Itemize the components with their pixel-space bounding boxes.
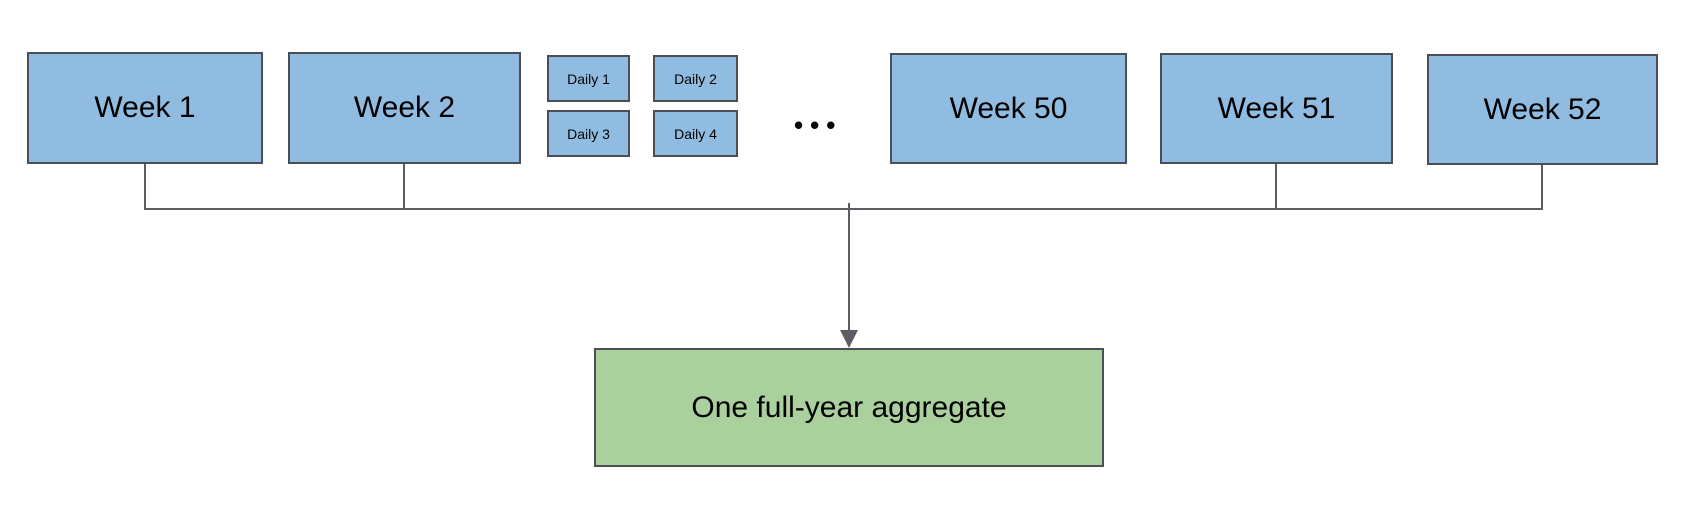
connector-week1-drop <box>144 164 146 209</box>
connector-week2-drop <box>403 164 405 209</box>
week-1-label: Week 1 <box>94 91 196 124</box>
full-year-aggregate-label: One full-year aggregate <box>691 390 1007 424</box>
daily-4-box: Daily 4 <box>653 110 738 157</box>
week-1-box: Week 1 <box>27 52 263 164</box>
arrow-down-icon <box>840 330 858 348</box>
week-50-box: Week 50 <box>890 53 1127 164</box>
daily-1-label: Daily 1 <box>567 70 610 87</box>
daily-3-box: Daily 3 <box>547 110 630 157</box>
week-51-label: Week 51 <box>1217 91 1336 125</box>
week-2-label: Week 2 <box>353 91 456 124</box>
connector-horizontal-bus <box>144 208 1543 210</box>
week-52-box: Week 52 <box>1427 54 1658 165</box>
full-year-aggregate-box: One full-year aggregate <box>594 348 1104 467</box>
daily-2-label: Daily 2 <box>674 70 717 87</box>
connector-week52-drop <box>1541 165 1543 209</box>
aggregate-arrow-shaft <box>848 203 850 332</box>
week-2-box: Week 2 <box>288 52 521 164</box>
week-52-label: Week 52 <box>1483 92 1602 126</box>
week-51-box: Week 51 <box>1160 53 1393 164</box>
daily-1-box: Daily 1 <box>547 55 630 102</box>
week-50-label: Week 50 <box>949 91 1068 125</box>
connector-week51-drop <box>1275 164 1277 209</box>
daily-2-box: Daily 2 <box>653 55 738 102</box>
ellipsis-dots-icon: ••• <box>794 110 843 140</box>
daily-3-label: Daily 3 <box>567 125 610 142</box>
daily-4-label: Daily 4 <box>674 125 717 142</box>
